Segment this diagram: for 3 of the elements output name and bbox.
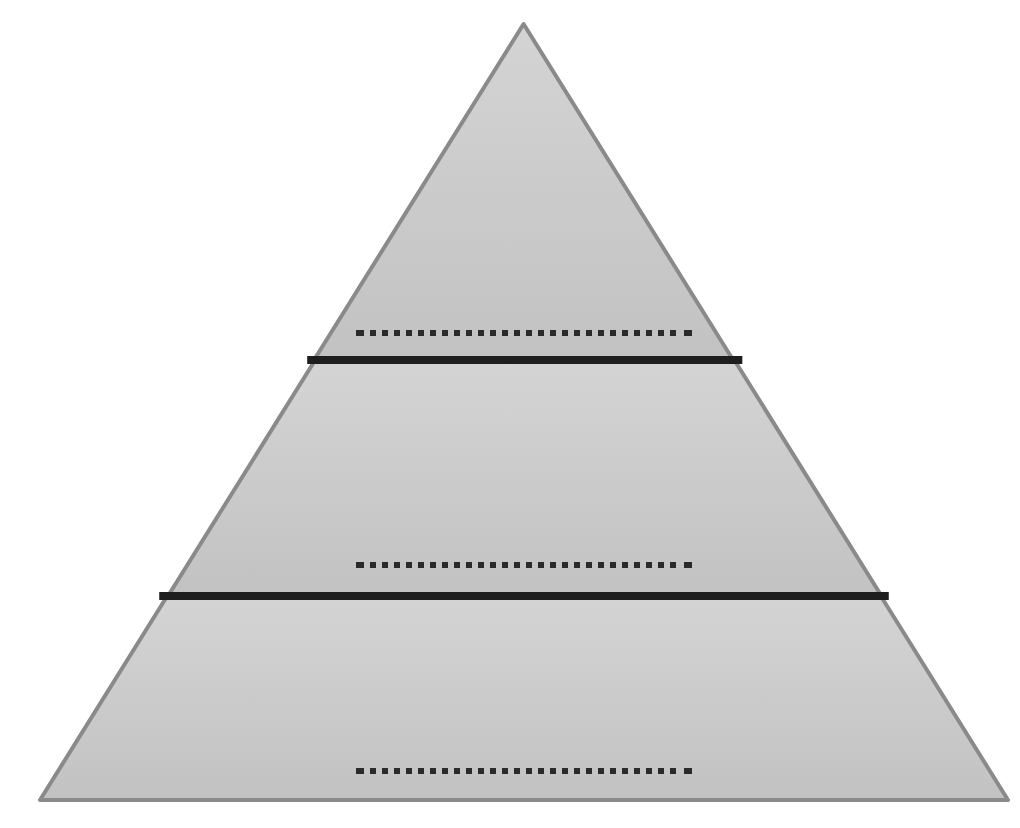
- pyramid-level: [314, 24, 734, 360]
- pyramid-level: [40, 596, 1008, 800]
- pyramid-level: [167, 360, 881, 596]
